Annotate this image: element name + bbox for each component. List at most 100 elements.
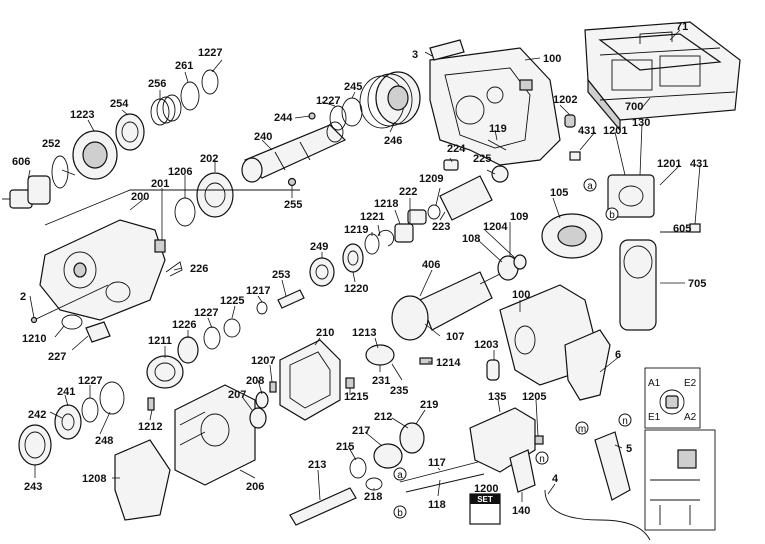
label-71: 71 bbox=[676, 21, 688, 33]
rod-2 bbox=[33, 284, 109, 321]
label-105: 105 bbox=[550, 187, 568, 199]
label-253: 253 bbox=[272, 269, 290, 281]
clamp-1211 bbox=[146, 355, 184, 389]
label-118: 118 bbox=[428, 499, 446, 511]
label-242: 242 bbox=[28, 409, 46, 421]
label-208: 208 bbox=[246, 375, 264, 387]
label-135: 135 bbox=[488, 391, 506, 403]
label-1204: 1204 bbox=[483, 221, 508, 233]
ring-252 bbox=[51, 155, 69, 189]
label-255: 255 bbox=[284, 199, 302, 211]
fan-guide-210 bbox=[279, 339, 341, 421]
label-1221: 1221 bbox=[360, 211, 384, 223]
label-100-b: 100 bbox=[512, 289, 530, 301]
label-100: 100 bbox=[543, 53, 561, 65]
screw-1215 bbox=[345, 377, 355, 389]
plate-231 bbox=[365, 344, 395, 366]
spring-226 bbox=[165, 261, 183, 277]
label-1226: 1226 bbox=[172, 319, 196, 331]
intermediate-housing-206 bbox=[174, 384, 256, 486]
label-252: 252 bbox=[42, 138, 60, 150]
label-1203: 1203 bbox=[474, 339, 498, 351]
label-6: 6 bbox=[615, 349, 621, 361]
bearing-207 bbox=[249, 407, 267, 429]
label-206: 206 bbox=[246, 481, 264, 493]
ring-261 bbox=[180, 81, 200, 111]
label-1211: 1211 bbox=[148, 335, 172, 347]
label-2: 2 bbox=[20, 291, 26, 303]
cord-4 bbox=[544, 489, 651, 541]
label-140: 140 bbox=[512, 505, 530, 517]
brush-431b bbox=[689, 223, 701, 233]
carrying-case bbox=[584, 21, 741, 132]
gear-243 bbox=[18, 424, 52, 466]
label-202: 202 bbox=[200, 153, 218, 165]
stator-105 bbox=[541, 213, 603, 259]
ball-255 bbox=[287, 177, 297, 187]
label-200: 200 bbox=[131, 191, 149, 203]
label-224: 224 bbox=[447, 143, 466, 155]
label-1219: 1219 bbox=[344, 224, 368, 236]
marker-a-2: a bbox=[397, 470, 403, 481]
label-1227-c: 1227 bbox=[194, 307, 218, 319]
wiring-e1: E1 bbox=[648, 412, 661, 423]
marker-n-2: n bbox=[539, 454, 545, 465]
marker-b-1: b bbox=[609, 210, 615, 221]
circlip-1221 bbox=[377, 229, 395, 247]
circlip-1227d bbox=[81, 397, 99, 423]
cord-guard-5 bbox=[594, 431, 631, 501]
trigger-140 bbox=[509, 449, 536, 493]
wiring-a1: A1 bbox=[648, 378, 661, 389]
brush-holder-130 bbox=[607, 174, 655, 218]
bearing-208 bbox=[255, 391, 269, 409]
gasket-1208 bbox=[114, 439, 171, 521]
label-244: 244 bbox=[274, 112, 293, 124]
label-1207: 1207 bbox=[251, 355, 275, 367]
leader-lines bbox=[27, 29, 701, 502]
label-248: 248 bbox=[95, 435, 113, 447]
gear-202 bbox=[196, 172, 234, 218]
service-set-badge bbox=[469, 493, 501, 525]
label-1227-a: 1227 bbox=[198, 47, 222, 59]
label-201: 201 bbox=[151, 178, 169, 190]
set-badge-label: SET bbox=[477, 495, 493, 504]
label-213: 213 bbox=[308, 459, 326, 471]
label-119: 119 bbox=[489, 123, 507, 135]
label-606: 606 bbox=[12, 156, 30, 168]
circlip-1227c bbox=[203, 326, 221, 350]
label-108: 108 bbox=[462, 233, 480, 245]
label-1201-b: 1201 bbox=[657, 158, 681, 170]
handle-6 bbox=[564, 329, 611, 401]
bolt-1207 bbox=[269, 381, 277, 393]
label-1220: 1220 bbox=[344, 283, 368, 295]
label-207: 207 bbox=[228, 389, 246, 401]
label-107: 107 bbox=[446, 331, 464, 343]
label-223: 223 bbox=[432, 221, 450, 233]
label-700: 700 bbox=[625, 101, 643, 113]
ring-248 bbox=[99, 381, 125, 415]
ring-1206 bbox=[174, 197, 196, 227]
main-housing bbox=[429, 47, 561, 166]
tool-holder-240 bbox=[241, 121, 347, 183]
bushing-201 bbox=[154, 239, 166, 253]
letter-markers: a b a b m n n bbox=[393, 178, 632, 519]
label-225: 225 bbox=[473, 153, 491, 165]
pin-224 bbox=[443, 159, 459, 171]
disc-241 bbox=[54, 404, 82, 440]
gasket-3 bbox=[429, 39, 465, 61]
spring-256 bbox=[150, 94, 182, 126]
label-254: 254 bbox=[110, 98, 129, 110]
label-240: 240 bbox=[254, 131, 272, 143]
wiring-diagram bbox=[644, 367, 716, 531]
pin-222 bbox=[407, 209, 427, 225]
label-215: 215 bbox=[336, 441, 354, 453]
label-219: 219 bbox=[420, 399, 438, 411]
brush-431a bbox=[569, 151, 581, 161]
ring-1219 bbox=[364, 233, 380, 255]
label-231: 231 bbox=[372, 375, 390, 387]
label-109: 109 bbox=[510, 211, 528, 223]
label-227: 227 bbox=[48, 351, 66, 363]
label-1215: 1215 bbox=[344, 391, 368, 403]
sleeve-254 bbox=[115, 113, 145, 151]
label-246: 246 bbox=[384, 135, 402, 147]
